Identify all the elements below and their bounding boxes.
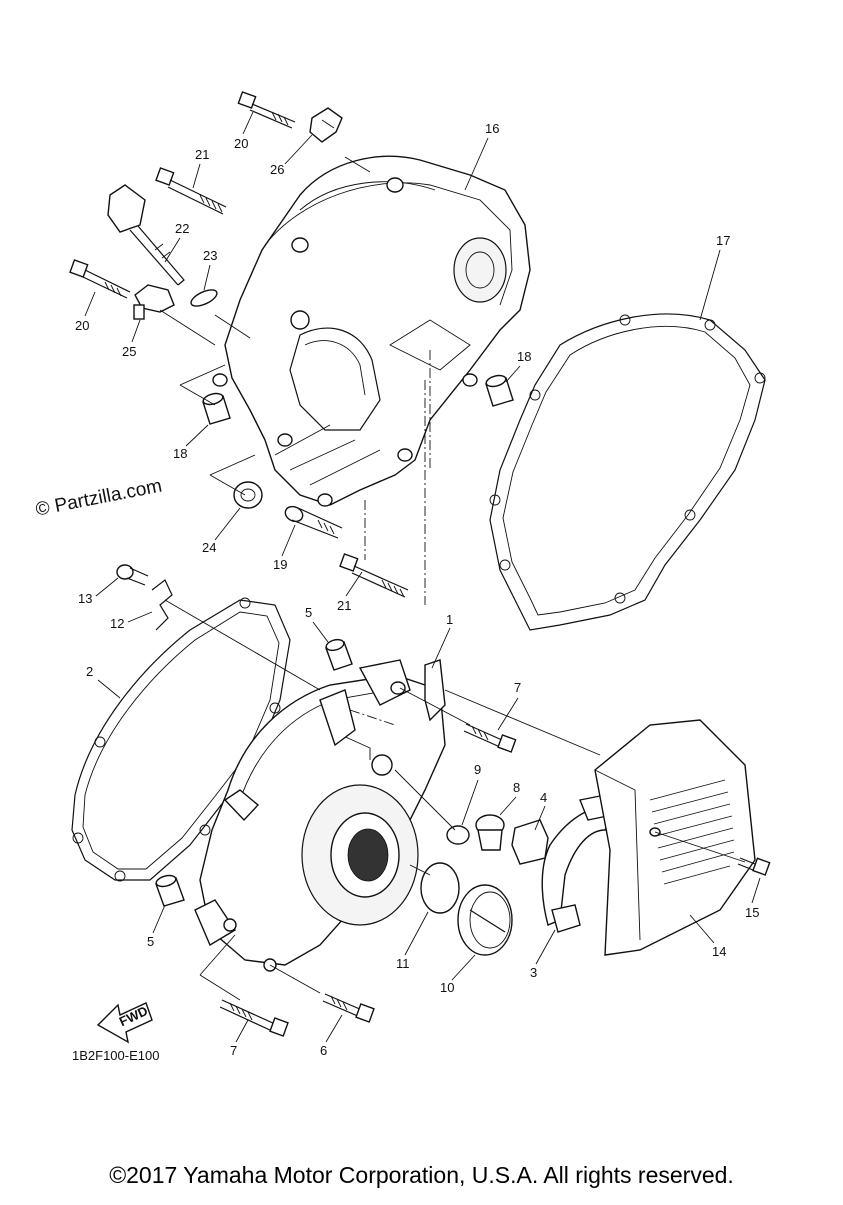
leader-lines-upper	[159, 156, 371, 496]
callout-21-upper: 21	[195, 147, 209, 162]
crankcase-cover-16	[212, 155, 531, 507]
leader-lines-lower	[164, 599, 746, 1001]
callout-22: 22	[175, 221, 189, 236]
clamp-12	[151, 579, 173, 631]
dowel-5-upper	[325, 638, 353, 671]
callout-5-upper: 5	[305, 605, 312, 620]
bolt-7-lower	[219, 999, 289, 1037]
diagram-code: 1B2F100-E100	[72, 1048, 160, 1063]
dowel-18-right	[485, 374, 514, 407]
damper-4	[511, 819, 549, 865]
dowel-5-lower	[155, 874, 185, 907]
o-ring-23	[190, 289, 218, 307]
bolt-19	[284, 505, 343, 539]
callout-8: 8	[513, 780, 520, 795]
bolt-20-top	[237, 91, 296, 129]
bolt-15	[737, 857, 771, 876]
callout-17: 17	[716, 233, 730, 248]
callout-20-top: 20	[234, 136, 248, 151]
plug-8	[475, 814, 505, 851]
clamp-26	[309, 107, 343, 143]
bolt-7-right	[463, 723, 517, 753]
callout-labels: 1 2 3 4 5 5 6 7 7 8 9 10 11 12 13 14 15 …	[75, 111, 761, 1058]
callout-26: 26	[270, 162, 284, 177]
callout-18-left: 18	[173, 446, 187, 461]
guard-14	[594, 719, 756, 956]
centerline-lower-1	[349, 709, 396, 726]
copyright-footer: ©2017 Yamaha Motor Corporation, U.S.A. A…	[109, 1162, 734, 1188]
callout-24: 24	[202, 540, 216, 555]
oil-filler-plug-22	[107, 184, 185, 286]
callout-11: 11	[396, 956, 410, 971]
callout-23: 23	[203, 248, 217, 263]
callout-14: 14	[712, 944, 726, 959]
clamp-25	[133, 284, 175, 320]
callout-13: 13	[78, 591, 92, 606]
callout-1: 1	[446, 612, 453, 627]
callout-16: 16	[485, 121, 499, 136]
bolt-21-upper	[155, 167, 227, 215]
callout-21-lower: 21	[337, 598, 351, 613]
bolt-13	[116, 564, 149, 586]
callout-6: 6	[320, 1043, 327, 1058]
bolt-20-lower	[69, 259, 131, 299]
callout-5-lower: 5	[147, 934, 154, 949]
callout-12: 12	[110, 616, 124, 631]
callout-20-lower: 20	[75, 318, 89, 333]
gasket-2	[71, 597, 291, 882]
plug-10	[457, 884, 513, 956]
bolt-6	[322, 993, 375, 1023]
callout-3: 3	[530, 965, 537, 980]
oil-seal-24	[233, 481, 263, 509]
callout-10: 10	[440, 980, 454, 995]
callout-9: 9	[474, 762, 481, 777]
callout-7-right: 7	[514, 680, 521, 695]
generator-cover-1	[194, 659, 446, 972]
o-ring-11	[420, 862, 460, 914]
callout-19: 19	[273, 557, 287, 572]
bolt-21-lower	[339, 553, 409, 598]
gasket-17	[489, 313, 766, 631]
fwd-arrow-icon: FWD	[96, 1002, 153, 1044]
callout-4: 4	[540, 790, 547, 805]
callout-15: 15	[745, 905, 759, 920]
o-ring-9	[446, 825, 470, 845]
dowel-18-left	[202, 392, 231, 425]
callout-25: 25	[122, 344, 136, 359]
callout-7-lower: 7	[230, 1043, 237, 1058]
callout-2: 2	[86, 664, 93, 679]
callout-18-right: 18	[517, 349, 531, 364]
